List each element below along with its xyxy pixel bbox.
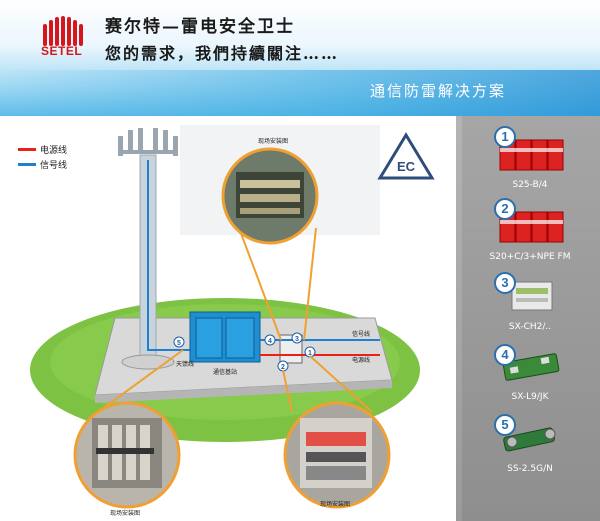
- tower-line-label: 天馈线: [176, 360, 194, 368]
- header-band: [0, 70, 600, 116]
- legend-signal-label: 信号线: [40, 161, 68, 171]
- product-name-3: SX-CH2/..: [508, 322, 552, 332]
- marker-4-label: 4: [268, 338, 272, 345]
- marker-1-label: 1: [308, 350, 312, 357]
- product-item-2[interactable]: 2 S20+C/3+NPE FM: [468, 198, 592, 266]
- ec-logo-text: EC: [397, 159, 416, 174]
- product-3-image: [511, 281, 553, 311]
- product-5-image: [503, 427, 556, 452]
- marker-5: [173, 336, 185, 348]
- product-item-1[interactable]: 1 S25-B/4: [468, 126, 592, 192]
- company-slogan: 赛尔特—雷电安全卫士: [105, 17, 295, 37]
- callout-lines: [97, 227, 373, 413]
- legend-power: 电源线: [18, 142, 67, 157]
- install-photo-right-detail: [300, 418, 372, 488]
- tower-antennas: [118, 128, 178, 156]
- header-banner: SETEL 赛尔特—雷电安全卫士 您的需求，我們持續關注…… 通信防雷解决方案: [0, 0, 600, 116]
- install-photo-left-detail: [92, 418, 162, 488]
- legend-power-label: 电源线: [40, 146, 68, 156]
- product-badge-4: 4: [494, 344, 516, 366]
- photo-caption-left: 现场安装图: [110, 509, 140, 517]
- product-item-5[interactable]: 5 SS-2.5G/N: [468, 414, 592, 480]
- marker-3-label: 3: [295, 336, 299, 343]
- product-name-2: S20+C/3+NPE FM: [489, 252, 571, 262]
- legend-signal: 信号线: [18, 157, 67, 172]
- product-badge-3: 3: [494, 272, 516, 294]
- solution-title: 通信防雷解决方案: [370, 82, 507, 100]
- station-door-right: [225, 317, 255, 359]
- marker-4: [264, 334, 276, 346]
- product-badge-5: 5: [494, 414, 516, 436]
- legend-signal-swatch: [18, 163, 36, 166]
- product-name-4: SX-L9/JK: [511, 392, 549, 402]
- product-item-3[interactable]: 3 SX-CH2/..: [468, 272, 592, 338]
- legend-power-swatch: [18, 148, 36, 151]
- company-motto: 您的需求，我們持續關注……: [105, 44, 340, 63]
- signal-line-label: 信号线: [352, 330, 370, 338]
- platform-edge: [95, 380, 392, 403]
- station-door-left: [195, 317, 223, 359]
- product-badge-2: 2: [494, 198, 516, 220]
- ec-logo-icon: EC: [377, 132, 435, 180]
- photo-caption-top: 现场安装图: [258, 137, 288, 145]
- lightning-protection-diagram: 通信基站 信号线 电源线 天馈线 1 2 3 4 5 现场安装图: [30, 125, 435, 517]
- product-sidebar: [456, 116, 600, 521]
- line-legend: 电源线 信号线: [18, 142, 67, 172]
- product-badge-1: 1: [494, 126, 516, 148]
- install-photo-top-detail: [236, 172, 304, 218]
- product-item-4[interactable]: 4 SX-L9/JK: [468, 344, 592, 410]
- brand-name: SETEL: [41, 44, 83, 58]
- photo-caption-right: 现场安装图: [320, 500, 350, 508]
- marker-3: [291, 332, 303, 344]
- station-label: 通信基站: [213, 368, 237, 376]
- tower-feeder-line: [147, 160, 190, 351]
- product-4-image: [502, 353, 560, 381]
- product-name-5: SS-2.5G/N: [507, 464, 553, 474]
- marker-2-label: 2: [281, 364, 285, 371]
- product-sidebar-panel: [462, 116, 600, 521]
- product-name-1: S25-B/4: [512, 180, 548, 190]
- marker-5-label: 5: [177, 340, 181, 347]
- power-line-label: 电源线: [352, 356, 370, 364]
- setel-logo-icon: [43, 16, 83, 46]
